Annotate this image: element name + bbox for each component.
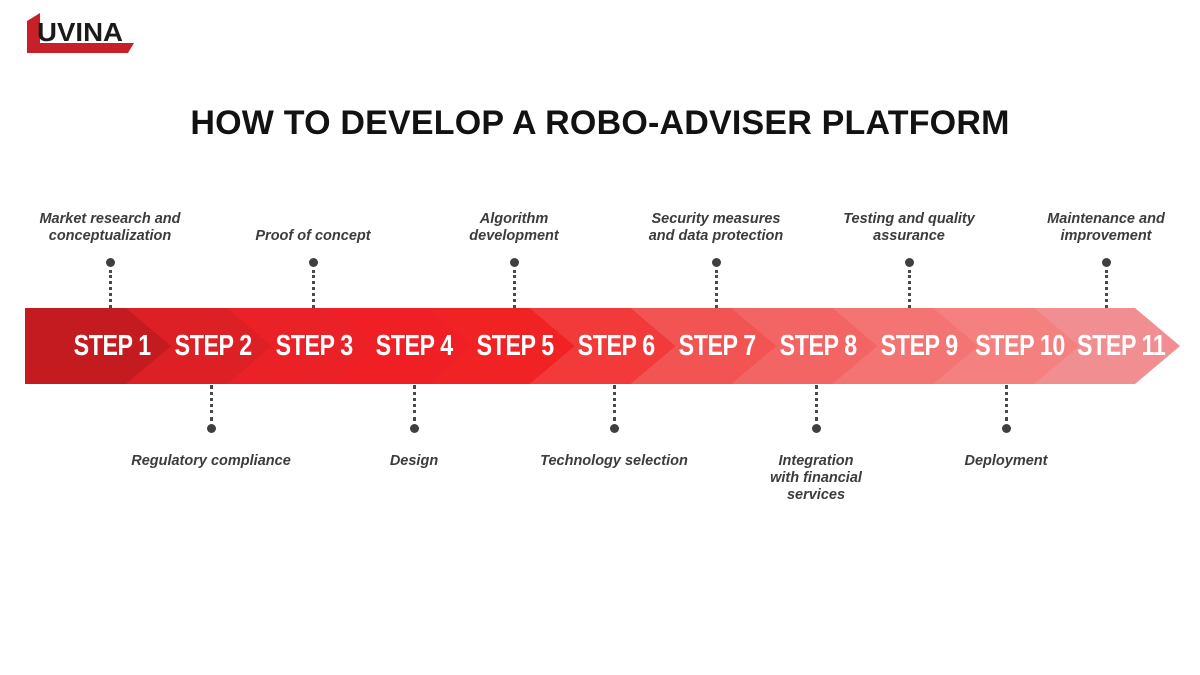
annotation-label-line: Maintenance and xyxy=(1047,210,1165,227)
step-label: STEP 6 xyxy=(577,329,656,362)
connector-dotted-line xyxy=(1004,385,1008,421)
step-label: STEP 8 xyxy=(779,329,857,362)
connector-dot xyxy=(904,258,914,267)
step-label: STEP 4 xyxy=(376,329,454,362)
annotation-label-line: Regulatory compliance xyxy=(131,453,291,469)
connector-dotted-line xyxy=(814,385,818,421)
connector-dotted-line xyxy=(512,270,516,308)
annotation-label-line: improvement xyxy=(1060,227,1152,244)
connector-dotted-line xyxy=(1104,270,1108,308)
steps-band: STEP 1 STEP 2 STEP 3 STEP 4 STEP 5 STEP 6 STEP… xyxy=(0,308,1200,384)
annotation-label-line: Algorithm xyxy=(479,210,549,227)
step-label: STEP 11 xyxy=(1076,329,1166,362)
connector-dot xyxy=(105,258,115,267)
annotation-step-2: Regulatory compliance xyxy=(111,385,311,505)
annotation-label-line: Security measures xyxy=(651,210,781,227)
annotation-label-line: assurance xyxy=(873,227,945,244)
connector-dot xyxy=(1001,424,1011,433)
annotation-step-10: Deployment xyxy=(906,385,1106,505)
annotation-label-line: conceptualization xyxy=(48,227,172,244)
annotation-label-line: development xyxy=(469,227,559,244)
connector-dot xyxy=(308,258,318,267)
connector-dotted-line xyxy=(311,270,315,308)
annotation-step-3: Proof of concept xyxy=(213,204,413,308)
connector-dot xyxy=(609,424,619,433)
annotation-label-line: Testing and quality xyxy=(843,210,975,227)
annotation-label-line: services xyxy=(786,487,846,504)
connector-dotted-line xyxy=(209,385,213,421)
connector-dotted-line xyxy=(714,270,718,308)
connector-dot xyxy=(1101,258,1111,267)
connector-dot xyxy=(711,258,721,267)
page-title: HOW TO DEVELOP A ROBO-ADVISER PLATFORM xyxy=(190,104,1010,142)
annotation-label: Regulatory compliance xyxy=(131,453,291,470)
annotation-label-line: Proof of concept xyxy=(255,227,371,244)
annotation-label-line: Market research and xyxy=(39,210,181,227)
luvina-logo: UVINA xyxy=(27,13,134,53)
logo-text: UVINA xyxy=(37,17,123,47)
annotation-label-line: Deployment xyxy=(964,453,1048,469)
annotation-label: Technology selection xyxy=(540,453,688,470)
connector-dotted-line xyxy=(907,270,911,308)
annotation-label: Proof of concept xyxy=(255,228,370,245)
connector-dot xyxy=(206,424,216,433)
connector-dot xyxy=(509,258,519,267)
annotation-label-line: Design xyxy=(389,453,439,469)
step-label: STEP 7 xyxy=(678,329,756,362)
step-label: STEP 2 xyxy=(174,329,252,362)
connector-dotted-line xyxy=(612,385,616,421)
step-label: STEP 9 xyxy=(880,329,958,362)
annotation-label-line: Technology selection xyxy=(540,453,688,469)
connector-dot xyxy=(811,424,821,433)
annotation-label-line: with financial xyxy=(770,470,862,487)
connector-dotted-line xyxy=(412,385,416,421)
annotation-label-line: and data protection xyxy=(648,227,784,244)
step-label: STEP 5 xyxy=(477,329,555,362)
annotation-label: Design xyxy=(390,453,438,470)
annotation-label-line: Integration xyxy=(778,453,854,469)
step-label: STEP 3 xyxy=(275,329,353,362)
connector-dotted-line xyxy=(108,270,112,308)
annotation-label: Deployment xyxy=(965,453,1048,470)
annotation-step-6: Technology selection xyxy=(514,385,714,505)
connector-dot xyxy=(409,424,419,433)
step-label: STEP 1 xyxy=(73,329,151,362)
step-chevron-1: STEP 1 xyxy=(25,308,171,384)
step-label: STEP 10 xyxy=(975,329,1065,362)
annotation-step-4: Design xyxy=(314,385,514,505)
logo-l-mark xyxy=(27,13,134,53)
